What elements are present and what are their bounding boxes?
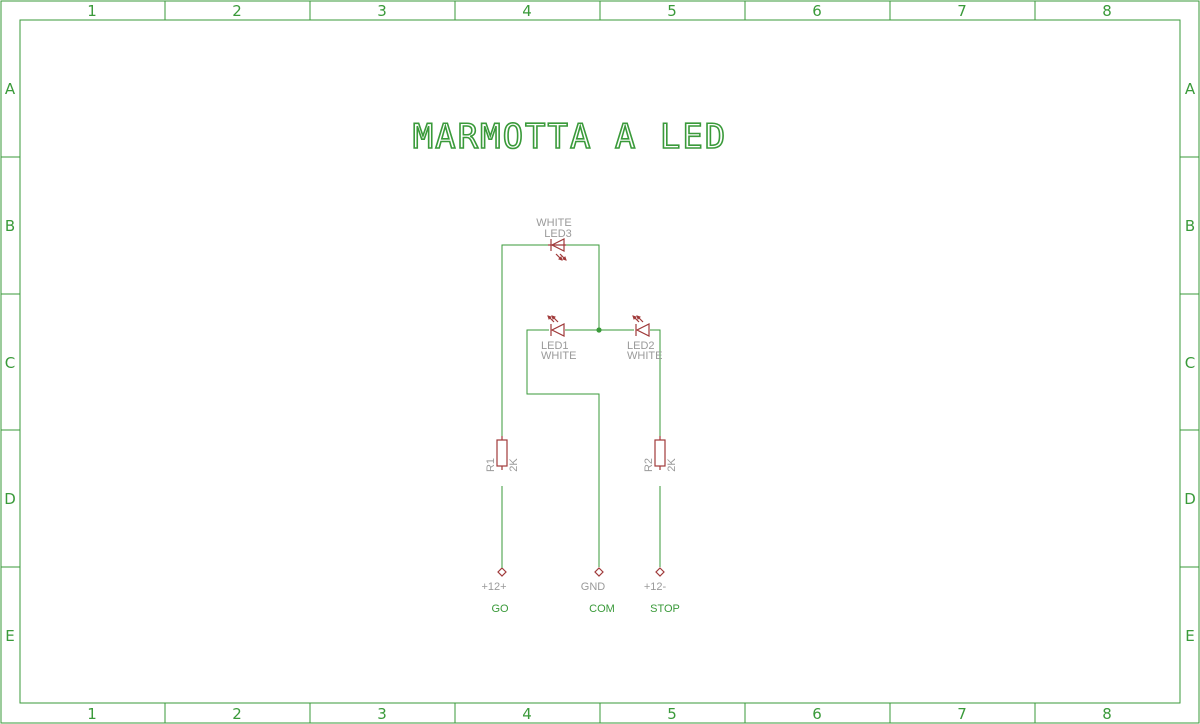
led2-symbol[interactable] bbox=[632, 315, 650, 337]
col-label-top: 5 bbox=[667, 2, 677, 20]
col-label-bottom: 4 bbox=[522, 705, 532, 723]
pad-com-label: COM bbox=[589, 603, 615, 615]
r2-symbol[interactable] bbox=[654, 436, 666, 470]
col-label-bottom: 5 bbox=[667, 705, 677, 723]
led2-value: WHITE bbox=[627, 350, 662, 362]
col-label-bottom: 1 bbox=[87, 705, 97, 723]
col-label-bottom: 8 bbox=[1102, 705, 1112, 723]
pad-go-label: GO bbox=[491, 603, 509, 615]
row-label-left: C bbox=[5, 354, 15, 372]
col-label-top: 2 bbox=[232, 2, 242, 20]
r2-name: R2 bbox=[643, 458, 655, 472]
row-label-left: D bbox=[4, 490, 16, 508]
wires bbox=[501, 244, 661, 567]
schematic-title: MARMOTTA A LED bbox=[413, 117, 728, 157]
column-ticks bbox=[164, 1, 1036, 723]
r1-name: R1 bbox=[485, 458, 497, 472]
r1-value: 2K bbox=[508, 458, 520, 472]
col-label-top: 1 bbox=[87, 2, 97, 20]
col-label-bottom: 6 bbox=[812, 705, 822, 723]
row-label-left: A bbox=[5, 80, 16, 98]
led3-name: LED3 bbox=[544, 228, 572, 240]
led3-value: WHITE bbox=[536, 217, 571, 229]
col-label-top: 3 bbox=[377, 2, 387, 20]
led1-value: WHITE bbox=[541, 350, 576, 362]
pad-com-signal: GND bbox=[581, 581, 606, 593]
led1-name: LED1 bbox=[541, 340, 569, 352]
row-label-left: E bbox=[5, 627, 14, 645]
pad-go-signal: +12+ bbox=[481, 581, 506, 593]
pad-stop-signal: +12- bbox=[644, 581, 667, 593]
col-label-top: 8 bbox=[1102, 2, 1112, 20]
row-label-right: D bbox=[1184, 490, 1196, 508]
col-label-top: 4 bbox=[522, 2, 532, 20]
r1-symbol[interactable] bbox=[496, 436, 508, 470]
led1-symbol[interactable] bbox=[547, 315, 565, 337]
row-label-right: C bbox=[1185, 354, 1195, 372]
col-label-bottom: 7 bbox=[957, 705, 967, 723]
row-ticks bbox=[1, 156, 1199, 568]
row-label-left: B bbox=[5, 217, 15, 235]
pad-stop-label: STOP bbox=[650, 603, 680, 615]
col-label-top: 7 bbox=[957, 2, 967, 20]
r2-value: 2K bbox=[666, 458, 678, 472]
col-label-bottom: 2 bbox=[232, 705, 242, 723]
pad-go[interactable] bbox=[497, 567, 507, 577]
pad-stop[interactable] bbox=[655, 567, 665, 577]
row-label-right: E bbox=[1185, 627, 1194, 645]
pad-com[interactable] bbox=[594, 567, 604, 577]
net-junction bbox=[596, 327, 602, 333]
col-label-top: 6 bbox=[812, 2, 822, 20]
led3-symbol[interactable] bbox=[548, 238, 567, 261]
led2-name: LED2 bbox=[627, 340, 655, 352]
row-label-right: A bbox=[1185, 80, 1196, 98]
row-label-right: B bbox=[1185, 217, 1195, 235]
col-label-bottom: 3 bbox=[377, 705, 387, 723]
